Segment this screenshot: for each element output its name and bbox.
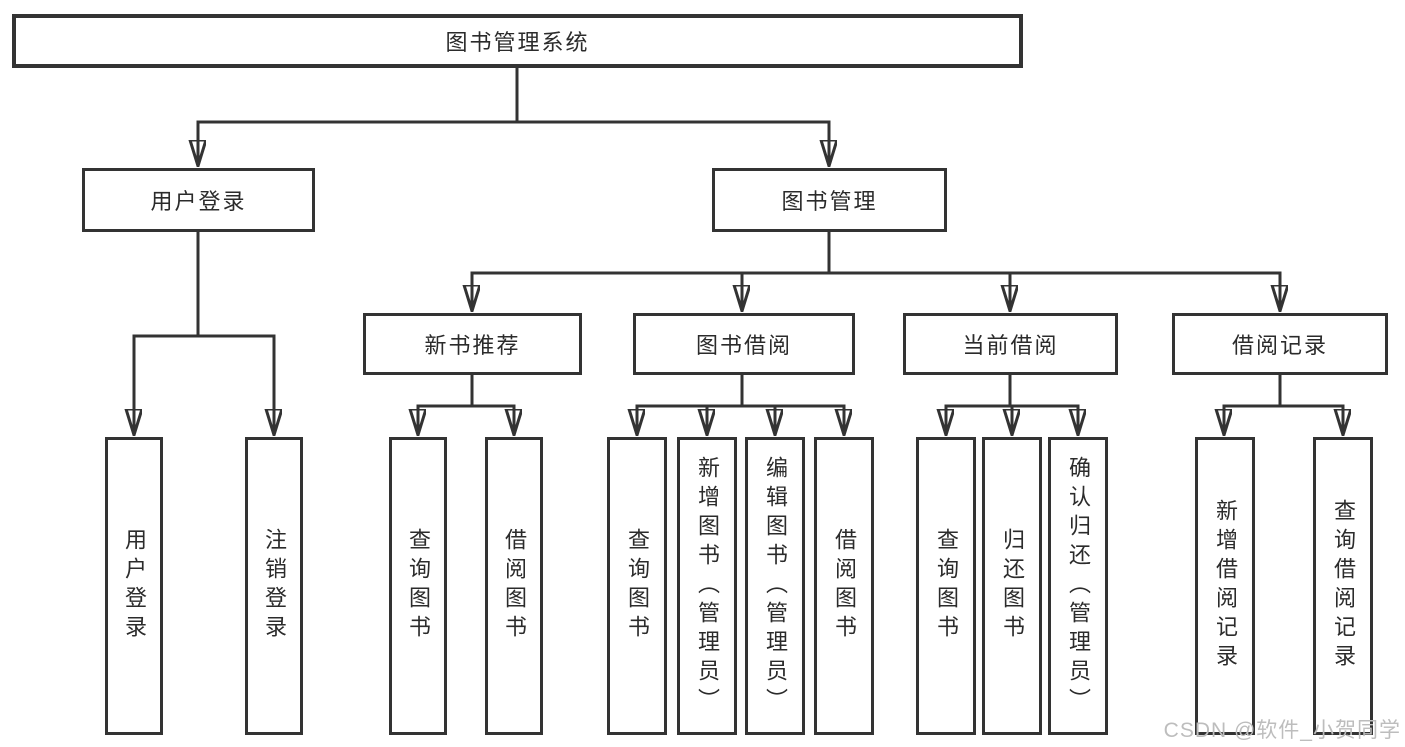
node-label: 图书借阅 — [695, 333, 792, 358]
node-label: 确认归还（管理员） — [1066, 455, 1091, 717]
leaf-confirm-return-admin: 确认归还（管理员） — [1048, 437, 1108, 735]
node-current-borrowing: 当前借阅 — [903, 313, 1118, 375]
node-label: 编辑图书（管理员） — [763, 455, 788, 717]
node-root: 图书管理系统 — [12, 14, 1023, 68]
leaf-edit-book-admin: 编辑图书（管理员） — [745, 437, 805, 735]
node-label: 借阅图书 — [502, 528, 527, 644]
node-label: 查询图书 — [625, 528, 650, 644]
leaf-return-books: 归还图书 — [982, 437, 1042, 735]
leaf-query-books-borrowing: 查询图书 — [607, 437, 667, 735]
node-user-login: 用户登录 — [82, 168, 315, 232]
watermark: CSDN @软件_小贺同学 — [1163, 719, 1401, 742]
node-label: 查询图书 — [934, 528, 959, 644]
leaf-add-book-admin: 新增图书（管理员） — [677, 437, 737, 735]
node-label: 新增借阅记录 — [1213, 499, 1238, 673]
leaf-query-books-current: 查询图书 — [916, 437, 976, 735]
node-label: 当前借阅 — [962, 333, 1059, 358]
node-borrowing-records: 借阅记录 — [1172, 313, 1388, 375]
leaf-borrow-books-borrowing: 借阅图书 — [814, 437, 874, 735]
node-label: 用户登录 — [122, 528, 147, 644]
leaf-query-borrow-record: 查询借阅记录 — [1313, 437, 1373, 735]
leaf-borrow-books-recommend: 借阅图书 — [485, 437, 543, 735]
leaf-logout: 注销登录 — [245, 437, 303, 735]
node-book-borrowing: 图书借阅 — [633, 313, 855, 375]
node-label: 归还图书 — [1000, 528, 1025, 644]
leaf-user-login: 用户登录 — [105, 437, 163, 735]
node-label: 新书推荐 — [424, 333, 521, 358]
node-label: 图书管理 — [781, 189, 878, 214]
node-label: 借阅记录 — [1231, 333, 1328, 358]
leaf-query-books-recommend: 查询图书 — [389, 437, 447, 735]
node-label: 注销登录 — [262, 528, 287, 644]
node-label: 用户登录 — [150, 189, 247, 214]
leaf-add-borrow-record: 新增借阅记录 — [1195, 437, 1255, 735]
node-new-book-recommend: 新书推荐 — [363, 313, 582, 375]
node-root-label: 图书管理系统 — [445, 30, 590, 55]
node-label: 查询借阅记录 — [1331, 499, 1356, 673]
node-label: 查询图书 — [406, 528, 431, 644]
node-label: 新增图书（管理员） — [695, 455, 720, 717]
node-book-management: 图书管理 — [712, 168, 947, 232]
node-label: 借阅图书 — [832, 528, 857, 644]
